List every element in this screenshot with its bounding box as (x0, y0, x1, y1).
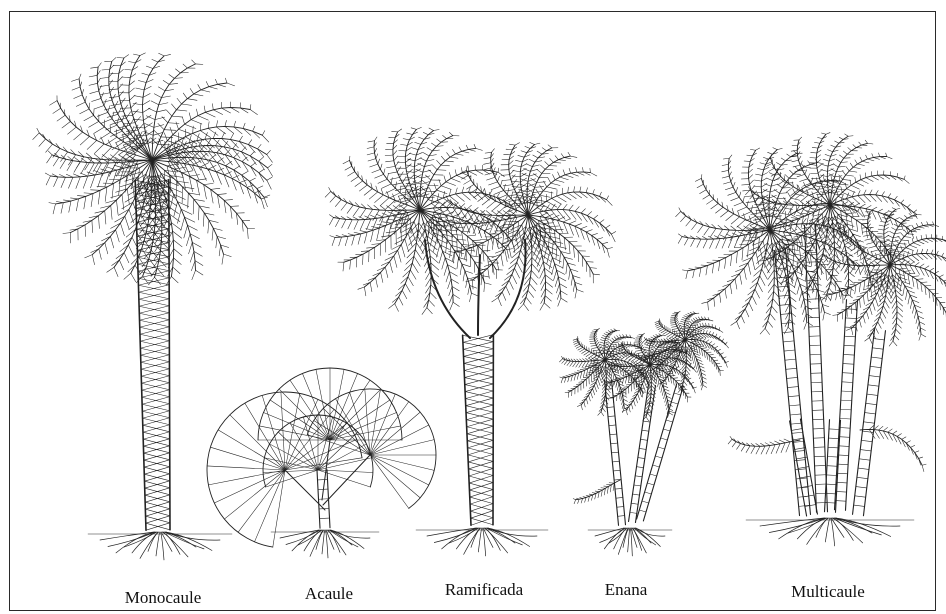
label-ramificada: Ramificada (445, 580, 523, 600)
branched-palm-icon (325, 127, 616, 556)
label-acaule: Acaule (305, 584, 353, 604)
dwarf-palm-icon (559, 311, 728, 556)
label-multicaule: Multicaule (791, 582, 865, 602)
label-monocaule: Monocaule (125, 588, 201, 608)
single-trunk-palm-icon (33, 53, 273, 560)
stemless-fan-palm-icon (207, 368, 436, 558)
label-enana: Enana (605, 580, 647, 600)
